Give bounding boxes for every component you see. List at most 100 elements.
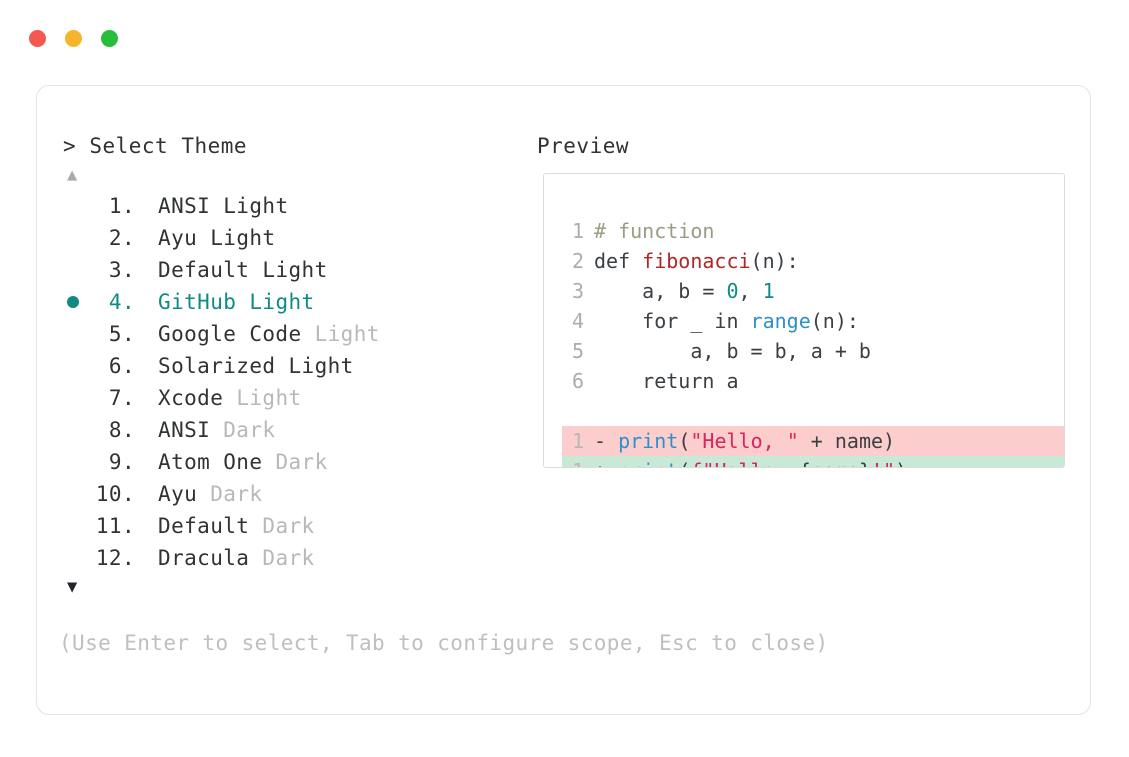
theme-item-variant: Light xyxy=(223,194,289,218)
code-token: for _ in xyxy=(594,309,751,333)
line-number: 3 xyxy=(571,279,584,303)
theme-item-spacer xyxy=(135,482,158,506)
theme-list-item[interactable]: 4. GitHub Light xyxy=(63,290,513,322)
theme-item-number: 11. xyxy=(95,514,135,538)
theme-item-name: GitHub xyxy=(158,290,250,314)
theme-item-variant: Dark xyxy=(262,514,315,538)
code-line: 6 return a xyxy=(562,366,1064,396)
code-token: + xyxy=(594,459,618,467)
theme-item-name: Xcode xyxy=(158,386,237,410)
theme-item-spacer xyxy=(135,194,158,218)
theme-list-item[interactable]: 9. Atom One Dark xyxy=(63,450,513,482)
line-number: 1 xyxy=(562,456,584,467)
theme-item-variant: Dark xyxy=(223,418,276,442)
line-number: 5 xyxy=(571,339,584,363)
theme-list-item[interactable]: 6. Solarized Light xyxy=(63,354,513,386)
theme-list-item[interactable]: 11. Default Dark xyxy=(63,514,513,546)
theme-item-variant: Light xyxy=(236,386,302,410)
theme-item-variant: Light xyxy=(210,226,276,250)
theme-item-spacer xyxy=(135,258,158,282)
theme-item-variant: Dark xyxy=(210,482,263,506)
theme-item-name: Default xyxy=(158,258,263,282)
code-line: 5 a, b = b, a + b xyxy=(562,336,1064,366)
theme-item-number: 5. xyxy=(108,322,135,346)
code-token: a, b = xyxy=(594,279,727,303)
line-number: 6 xyxy=(571,369,584,393)
theme-item-name: Google Code xyxy=(158,322,315,346)
theme-item-variant: Dark xyxy=(275,450,328,474)
prompt-marker: > xyxy=(63,134,77,158)
scroll-down-icon[interactable]: ▼ xyxy=(67,577,78,597)
code-line: 3 a, b = 0, 1 xyxy=(562,276,1064,306)
theme-item-variant: Dark xyxy=(262,546,315,570)
code-token: 1 xyxy=(762,279,775,303)
code-token: "Hello, " xyxy=(690,429,799,453)
keyboard-hint: (Use Enter to select, Tab to configure s… xyxy=(59,631,829,655)
theme-item-variant: Light xyxy=(288,354,354,378)
theme-item-variant: Light xyxy=(262,258,328,282)
code-token: 0 xyxy=(726,279,739,303)
minimize-dot[interactable] xyxy=(65,30,82,47)
theme-item-name: Dracula xyxy=(158,546,263,570)
code-token: ( xyxy=(678,429,691,453)
line-number: 1 xyxy=(571,429,584,453)
theme-list-item[interactable]: 7. Xcode Light xyxy=(63,386,513,418)
code-line: 1+ print(f"Hello, {name}!") xyxy=(562,456,1064,467)
maximize-dot[interactable] xyxy=(101,30,118,47)
code-token: f"Hello, xyxy=(690,459,798,467)
code-token: a, b = b, a + b xyxy=(594,339,871,363)
theme-item-spacer xyxy=(135,546,158,570)
page-title-text: Select Theme xyxy=(89,134,248,158)
theme-item-number: 10. xyxy=(95,482,135,506)
theme-item-spacer xyxy=(135,514,158,538)
theme-list-item[interactable]: 2. Ayu Light xyxy=(63,226,513,258)
code-token: return a xyxy=(594,369,739,393)
close-dot[interactable] xyxy=(29,30,46,47)
theme-item-number: 8. xyxy=(108,418,135,442)
code-token: def xyxy=(594,249,643,273)
code-line: 4 for _ in range(n): xyxy=(562,306,1064,336)
line-number: 4 xyxy=(571,309,584,333)
theme-item-spacer xyxy=(135,418,158,442)
theme-item-number: 1. xyxy=(108,194,135,218)
preview-title: Preview xyxy=(537,134,630,158)
code-token: , xyxy=(738,279,763,303)
theme-item-number: 9. xyxy=(108,450,135,474)
theme-item-number: 2. xyxy=(108,226,135,250)
theme-item-name: ANSI xyxy=(158,418,224,442)
theme-list-item[interactable]: 5. Google Code Light xyxy=(63,322,513,354)
code-token: range xyxy=(750,309,811,333)
theme-list-item[interactable]: 3. Default Light xyxy=(63,258,513,290)
scroll-up-icon[interactable]: ▲ xyxy=(67,165,78,185)
code-token: ( xyxy=(678,459,690,467)
code-token: {name} xyxy=(799,459,871,467)
theme-list-item[interactable]: 10. Ayu Dark xyxy=(63,482,513,514)
line-number: 1 xyxy=(571,219,584,243)
theme-item-spacer xyxy=(135,450,158,474)
theme-item-number: 4. xyxy=(108,290,135,314)
theme-item-variant: Light xyxy=(249,290,315,314)
theme-item-spacer xyxy=(135,322,158,346)
theme-list-item[interactable]: 12. Dracula Dark xyxy=(63,546,513,578)
page-title: > Select Theme xyxy=(63,134,247,158)
code-line: 1- print("Hello, " + name) xyxy=(562,426,1064,456)
theme-list-item[interactable]: 1. ANSI Light xyxy=(63,194,513,226)
theme-item-name: Atom One xyxy=(158,450,276,474)
theme-list-item[interactable]: 8. ANSI Dark xyxy=(63,418,513,450)
code-token: # function xyxy=(594,219,715,243)
theme-item-spacer xyxy=(135,354,158,378)
code-token: - xyxy=(594,429,619,453)
theme-item-name: ANSI xyxy=(158,194,224,218)
theme-item-spacer xyxy=(135,290,158,314)
theme-item-variant: Light xyxy=(314,322,380,346)
theme-item-spacer xyxy=(135,226,158,250)
theme-item-spacer xyxy=(135,386,158,410)
window-traffic-lights xyxy=(29,30,118,47)
code-token: !" xyxy=(871,459,895,467)
